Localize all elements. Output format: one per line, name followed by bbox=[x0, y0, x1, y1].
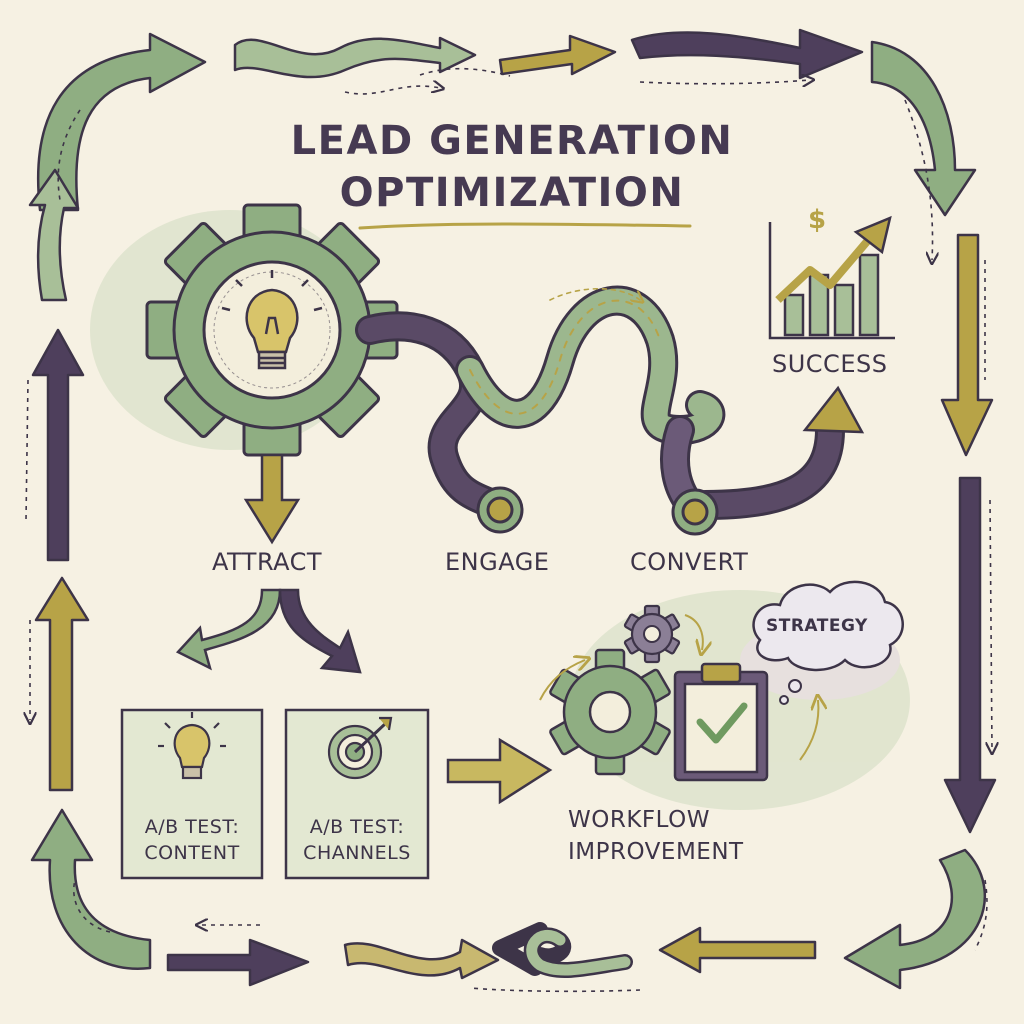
workflow-arrow bbox=[446, 737, 553, 805]
left-gold-arrow bbox=[34, 576, 90, 792]
idea-gear-icon bbox=[145, 203, 399, 457]
attract-arrow bbox=[243, 453, 301, 545]
bottom-wave-arrow bbox=[343, 938, 500, 980]
right-purple-arrow bbox=[943, 476, 997, 834]
strategy-label: STRATEGY bbox=[766, 616, 868, 636]
workflow-motion-arrows bbox=[539, 614, 818, 761]
winding-path bbox=[355, 285, 726, 525]
success-arrow bbox=[690, 385, 865, 520]
stage-convert: CONVERT bbox=[630, 548, 749, 576]
bottom-purple-arrow bbox=[166, 938, 310, 987]
ab-test-content-line2: CONTENT bbox=[144, 842, 240, 864]
top-wave-arrow bbox=[233, 36, 477, 79]
ab-test-content-line1: A/B TEST: bbox=[144, 816, 240, 838]
bottom-left-curve-arrow bbox=[30, 808, 152, 970]
bottom-right-curve-arrow bbox=[843, 848, 987, 990]
title-line-1: LEAD GENERATION bbox=[290, 118, 734, 164]
top-right-curve-arrow bbox=[870, 40, 977, 217]
right-gold-arrow bbox=[940, 233, 994, 457]
workflow-line2: IMPROVEMENT bbox=[568, 839, 744, 865]
ab-test-boxes bbox=[120, 708, 430, 880]
stage-engage: ENGAGE bbox=[445, 548, 550, 576]
target-icon bbox=[327, 716, 393, 780]
ab-test-channels-label: A/B TEST: CHANNELS bbox=[286, 814, 428, 866]
currency-symbol: $ bbox=[808, 205, 827, 235]
ab-test-channels-line1: A/B TEST: bbox=[309, 816, 405, 838]
clipboard-icon bbox=[673, 662, 769, 782]
gear-icon bbox=[549, 648, 671, 776]
split-arrows bbox=[175, 588, 362, 674]
stage-attract: ATTRACT bbox=[212, 548, 323, 576]
workflow-line1: WORKFLOW bbox=[568, 807, 710, 833]
bottom-gold-arrow bbox=[658, 926, 817, 974]
top-gold-arrow bbox=[498, 34, 617, 76]
small-gear-icon bbox=[623, 604, 681, 664]
lightbulb-icon bbox=[221, 270, 323, 370]
ab-test-content-label: A/B TEST: CONTENT bbox=[122, 814, 262, 866]
workflow-label: WORKFLOW IMPROVEMENT bbox=[568, 804, 744, 868]
strategy-cloud-icon bbox=[752, 580, 904, 705]
title-underline bbox=[358, 222, 692, 230]
ab-test-channels-line2: CHANNELS bbox=[303, 842, 411, 864]
success-chart-icon bbox=[768, 215, 895, 340]
dashed-accents bbox=[26, 67, 992, 993]
top-left-curve-arrow bbox=[36, 32, 207, 212]
border-arrows bbox=[28, 28, 997, 990]
top-purple-arrow bbox=[630, 28, 864, 80]
left-purple-arrow bbox=[31, 328, 85, 562]
left-green-arrow bbox=[28, 168, 80, 302]
lightbulb-icon bbox=[158, 712, 226, 780]
success-label: SUCCESS bbox=[772, 350, 888, 378]
path-nodes bbox=[476, 486, 719, 536]
title-line-2: OPTIMIZATION bbox=[339, 170, 685, 216]
